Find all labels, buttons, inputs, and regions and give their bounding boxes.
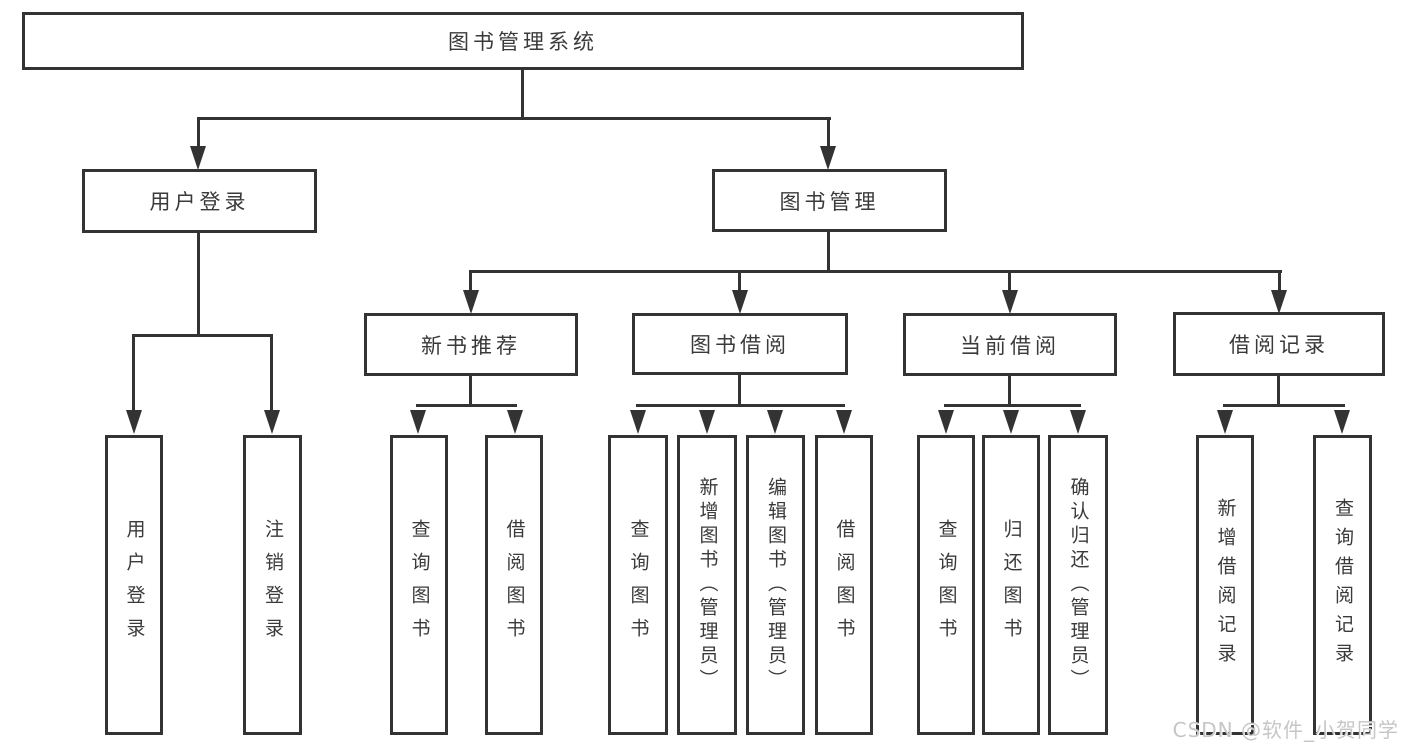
leaf-borrow-add-books-admin: 新增图书（管理员） — [677, 435, 737, 735]
arrow-to-user-login — [190, 146, 206, 170]
leaf-recommend-borrow-books: 借阅图书 — [485, 435, 543, 735]
connector-current-borrow-horizontal — [944, 404, 1081, 407]
connector-drop-current-borrow — [1008, 270, 1011, 292]
connector-drop-book-management — [827, 117, 830, 149]
leaf-recommend-query-books: 查询图书 — [390, 435, 448, 735]
arrow-borrow-records-leaf-1 — [1217, 410, 1233, 434]
leaf-current-query-books: 查询图书 — [917, 435, 975, 735]
arrow-to-leaf-login — [126, 410, 142, 434]
leaf-records-query-borrow-record: 查询借阅记录 — [1313, 435, 1372, 735]
leaf-current-confirm-return-admin: 确认归还（管理员） — [1048, 435, 1108, 735]
arrow-current-borrow-leaf-1 — [938, 410, 954, 434]
connector-drop-user-login — [197, 117, 200, 149]
arrow-current-borrow-leaf-2 — [1003, 410, 1019, 434]
arrow-current-borrow-leaf-3 — [1070, 410, 1086, 434]
leaf-borrow-borrow-books: 借阅图书 — [815, 435, 873, 735]
node-library-management-system: 图书管理系统 — [22, 12, 1024, 70]
arrow-new-book-leaf-2 — [507, 410, 523, 434]
connector-borrow-records-trunk — [1277, 376, 1280, 407]
connector-book-management-trunk — [827, 231, 830, 273]
connector-root-horizontal — [197, 117, 831, 120]
node-user-login: 用户登录 — [82, 169, 317, 233]
connector-new-book-horizontal — [416, 404, 517, 407]
node-current-borrow: 当前借阅 — [903, 313, 1117, 376]
node-new-book-recommend: 新书推荐 — [364, 313, 578, 376]
arrow-book-borrow-leaf-2 — [699, 410, 715, 434]
arrow-to-borrow-records — [1271, 290, 1287, 314]
arrow-book-borrow-leaf-1 — [630, 410, 646, 434]
arrow-to-book-management — [820, 146, 836, 170]
arrow-borrow-records-leaf-2 — [1334, 410, 1350, 434]
leaf-records-add-borrow-record: 新增借阅记录 — [1196, 435, 1254, 735]
connector-root-trunk — [521, 68, 524, 120]
arrow-book-borrow-leaf-3 — [767, 410, 783, 434]
csdn-watermark: CSDN @软件_小贺同学 — [1172, 718, 1399, 742]
connector-drop-leaf-login — [132, 334, 135, 412]
arrow-to-leaf-logout — [264, 410, 280, 434]
arrow-to-new-book — [463, 290, 479, 314]
connector-level3-horizontal — [469, 270, 1282, 273]
arrow-to-current-borrow — [1002, 290, 1018, 314]
connector-current-borrow-trunk — [1008, 376, 1011, 407]
connector-drop-leaf-logout — [270, 334, 273, 412]
connector-book-borrow-horizontal — [636, 404, 845, 407]
connector-borrow-records-horizontal — [1223, 404, 1345, 407]
leaf-borrow-edit-books-admin: 编辑图书（管理员） — [746, 435, 805, 735]
connector-new-book-trunk — [469, 376, 472, 407]
leaf-borrow-query-books: 查询图书 — [608, 435, 668, 735]
connector-drop-new-book — [469, 270, 472, 292]
arrow-to-book-borrow — [732, 290, 748, 314]
connector-book-borrow-trunk — [738, 375, 741, 407]
connector-drop-borrow-records — [1278, 270, 1281, 292]
arrow-book-borrow-leaf-4 — [836, 410, 852, 434]
leaf-current-return-books: 归还图书 — [982, 435, 1040, 735]
connector-user-login-trunk — [197, 233, 200, 337]
leaf-logout: 注销登录 — [243, 435, 302, 735]
node-book-management: 图书管理 — [712, 169, 947, 232]
node-borrow-records: 借阅记录 — [1173, 312, 1385, 376]
leaf-user-login: 用户登录 — [105, 435, 163, 735]
arrow-new-book-leaf-1 — [410, 410, 426, 434]
connector-drop-book-borrow — [738, 270, 741, 292]
connector-user-login-horizontal — [132, 334, 273, 337]
node-book-borrow: 图书借阅 — [632, 313, 848, 375]
